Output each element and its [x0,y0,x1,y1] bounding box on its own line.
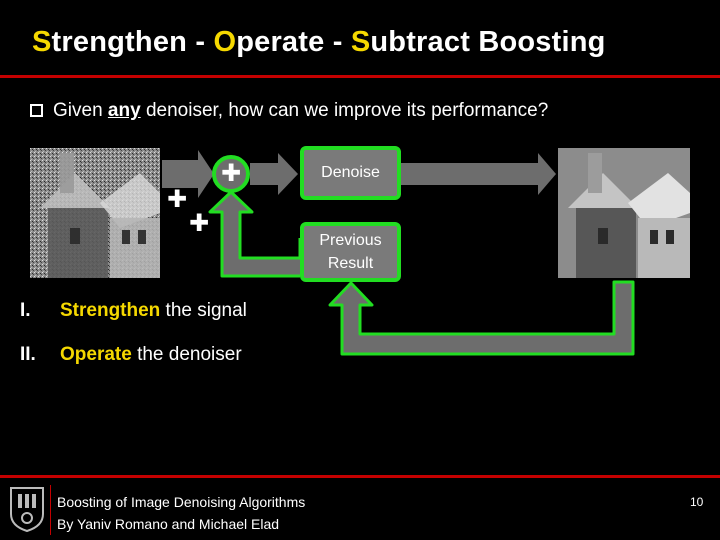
slide-title: Strengthen - Operate - Subtract Boosting [32,26,606,58]
plus-icon: ✚ [167,186,188,213]
footer-divider [0,475,720,478]
question-emphasis: any [107,100,141,121]
footer-credits: Boosting of Image Denoising Algorithms B… [57,494,306,532]
noisy-input-image [30,148,160,278]
input-arrow [162,150,214,198]
question-bullet: Given any denoiser, how can we improve i… [30,100,548,122]
denoise-box: Denoise [300,146,401,200]
sum-node-plus-icon: ✚ [212,155,250,193]
denoised-output-image [558,148,690,278]
page-number: 10 [690,495,704,509]
title-divider [0,75,720,78]
prev-feedback-arrow [208,190,302,278]
list-item: I.Strengthen the signal [20,300,247,321]
title-bar [0,0,720,76]
list-item: II.Operate the denoiser [20,344,242,365]
plus-icon: ✚ [189,210,210,237]
checkbox-bullet-icon [30,104,43,117]
technion-logo-icon [8,486,46,533]
to-output-arrow [401,153,556,195]
footer-vertical-rule [50,485,51,535]
to-denoise-arrow [250,153,298,195]
